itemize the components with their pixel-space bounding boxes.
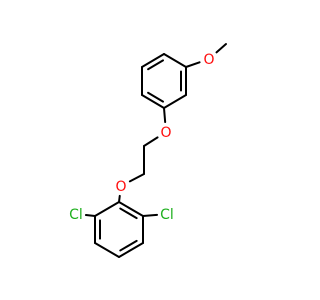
atom-label-o3: O [115,179,126,195]
bond-b6-b1 [94,201,120,217]
atom-label-o1: O [203,52,214,68]
bond-b3-b4 [118,242,144,258]
bond-a5-a6 [141,53,165,68]
bond-b2-cl1 [142,213,159,217]
bond-o1-a1 [185,61,201,68]
double-bond-a3-a4 [147,91,165,103]
bond-c2-o3 [128,173,145,183]
double-bond-b1-b2 [119,207,138,220]
bond-b4-b5 [94,242,120,258]
atom-label-layer: O O O Cl Cl [69,52,214,223]
bond-a3-a4 [141,94,165,109]
bond-layer [84,43,227,258]
bond-b1-b2 [118,201,144,217]
bond-a2-a3 [163,94,187,109]
atom-label-cl2: Cl [69,207,83,223]
bond-a6-a1 [163,53,187,68]
bond-o3-b1 [118,194,121,203]
bond-me-o1 [215,43,227,54]
molecule-structure-diagram: O O O Cl Cl [69,43,227,258]
double-bond-b3-b4 [119,239,138,252]
double-bond-a5-a6 [147,59,165,71]
bond-o2-c1 [143,136,159,147]
atom-label-o2: O [160,125,171,141]
bond-a3-o2 [163,107,167,124]
molecule-svg: O O O Cl Cl [69,43,227,258]
atom-label-cl1: Cl [160,207,174,223]
bond-b6-cl2 [84,214,96,217]
